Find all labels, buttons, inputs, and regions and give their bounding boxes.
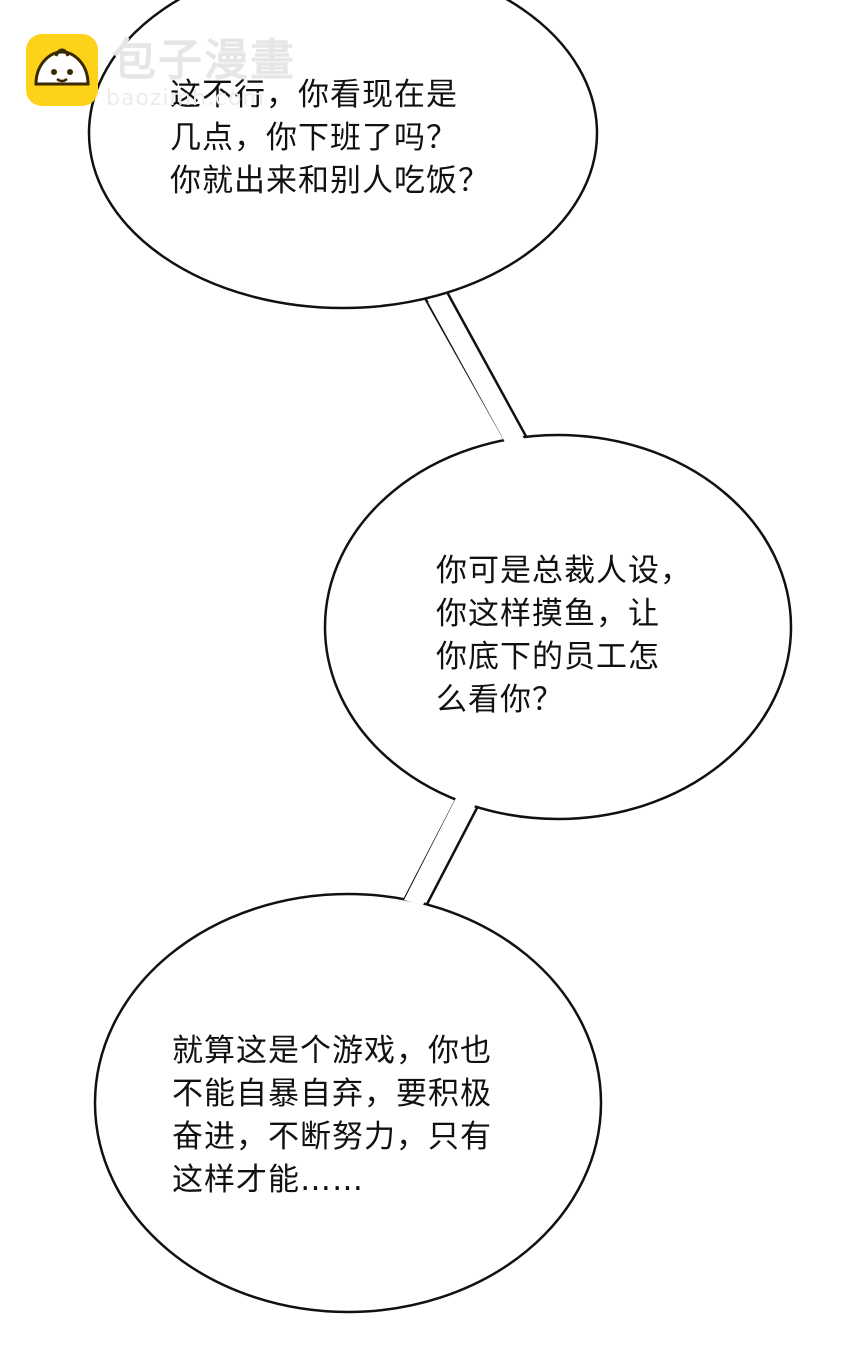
speech-bubble-2 [323,433,793,821]
watermark-subtitle: baozimh.com [106,86,265,111]
bubble-2-text: 你可是总裁人设， 你这样摸鱼，让 你底下的员工怎 么看你？ [436,553,692,718]
watermark-title: 包子漫畫 [112,35,296,86]
bubble-1-text: 这不行，你看现在是 几点，你下班了吗？ 你就出来和别人吃饭？ [170,77,490,199]
speech-bubble-3 [93,892,603,1314]
bubble-3-text: 就算这是个游戏，你也 不能自暴自弃，要积极 奋进，不断努力，只有 这样才能…… [172,1033,492,1198]
watermark: 包子漫畫 baozimh.com [26,34,316,114]
speech-bubble-1 [87,0,599,310]
bun-mascot-icon [26,34,98,106]
